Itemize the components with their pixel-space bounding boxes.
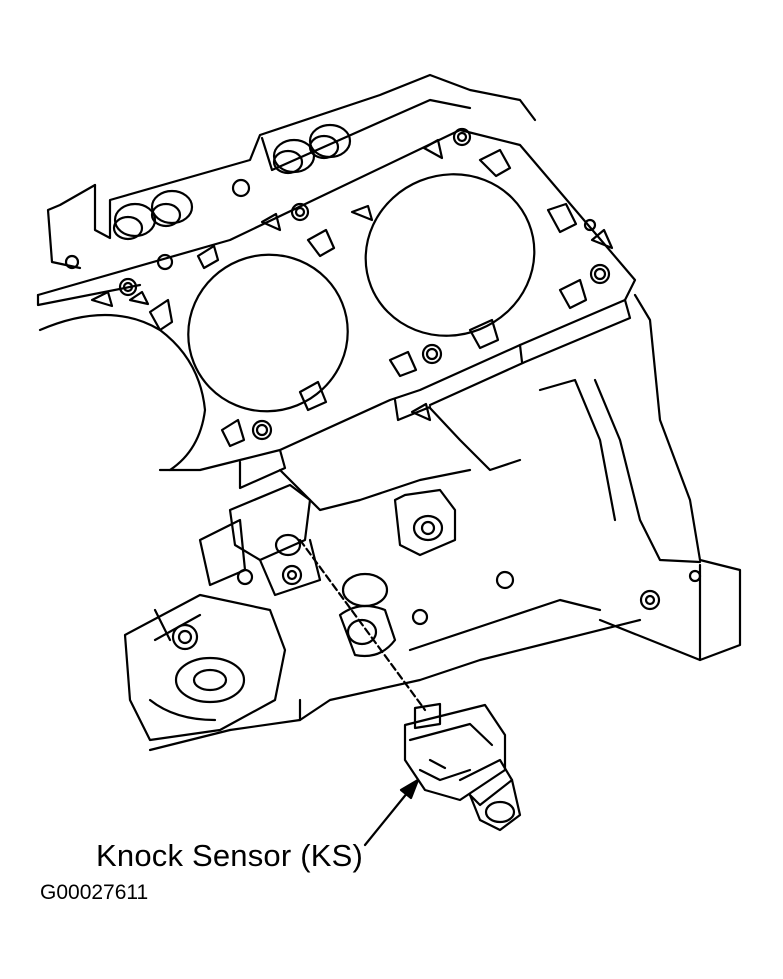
cylinder-bore-left [187,253,349,413]
mounting-bracket [123,483,322,742]
intake-port-rail [46,73,537,270]
figure-id: G00027611 [40,881,149,904]
cylinder-bore-right [364,173,536,337]
cylinder-head-gasket [36,127,637,490]
knock-sensor-label: Knock Sensor (KS) [96,838,364,873]
knock-sensor-leader [363,778,420,847]
engine-block-side [148,293,742,752]
bracket-hole [174,656,246,704]
knock-sensor [298,538,522,832]
